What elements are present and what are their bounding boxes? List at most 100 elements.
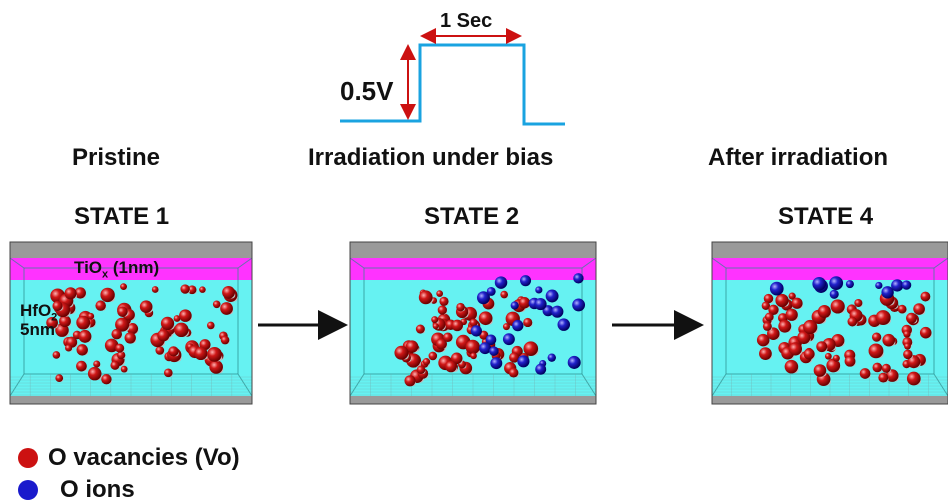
- pulse-voltage-label: 0.5V: [340, 76, 394, 106]
- vacancy-particle: [797, 330, 811, 345]
- vacancy-particle: [416, 365, 426, 375]
- vacancy-particle: [913, 303, 925, 315]
- vacancy-particle: [163, 368, 173, 378]
- ion-particle: [567, 355, 581, 369]
- vacancy-particle: [437, 305, 447, 315]
- vacancy-particle: [52, 351, 61, 359]
- vacancy-particle: [212, 300, 221, 309]
- vacancy-particle: [120, 283, 127, 291]
- vacancy-swatch: [18, 448, 38, 468]
- ion-particle: [557, 318, 571, 331]
- vacancy-particle: [101, 374, 112, 385]
- vacancy-particle: [436, 290, 443, 297]
- vacancy-particle: [115, 317, 130, 332]
- vacancy-particle: [206, 321, 215, 330]
- vacancy-particle: [868, 343, 884, 359]
- vacancy-particle: [55, 374, 64, 382]
- vacancy-particle: [220, 302, 233, 315]
- vacancy-particle: [904, 342, 911, 350]
- vacancy-particle: [174, 322, 189, 338]
- vacancy-particle: [500, 290, 508, 299]
- vacancy-particle: [76, 315, 91, 330]
- ion-particle: [494, 276, 508, 289]
- vacancy-particle: [422, 358, 431, 366]
- panel-3-heading: After irradiation: [708, 144, 889, 171]
- vacancy-particle: [875, 310, 891, 326]
- ion-particle: [769, 281, 784, 296]
- panel-2-state-label: STATE 2: [424, 203, 520, 230]
- vacancy-particle: [439, 296, 449, 306]
- vacancy-particle: [478, 311, 493, 326]
- ion-particle: [534, 297, 547, 311]
- hfo2-thickness-label: 5nm: [20, 320, 55, 339]
- vacancy-particle: [847, 316, 858, 327]
- vacancy-particle: [418, 290, 433, 305]
- vacancy-particle: [508, 367, 519, 378]
- vacancy-particle: [788, 292, 796, 300]
- vacancy-particle: [816, 341, 828, 353]
- ion-particle: [535, 286, 543, 294]
- vacancy-particle: [431, 316, 439, 324]
- ion-particle: [829, 276, 844, 291]
- ion-particle: [551, 305, 564, 318]
- vacancy-particle: [117, 351, 126, 360]
- vacancy-particle: [93, 360, 101, 368]
- vacancy-particle: [74, 287, 86, 299]
- vacancy-particle: [871, 332, 882, 342]
- vacancy-particle: [897, 304, 907, 314]
- vacancy-particle: [881, 363, 891, 373]
- vacancy-particle: [199, 286, 206, 293]
- vacancy-particle: [523, 317, 533, 328]
- vacancy-particle: [151, 286, 159, 293]
- vacancy-particle: [854, 298, 863, 308]
- ion-particle: [490, 357, 503, 370]
- vacancy-particle: [220, 335, 230, 345]
- vacancy-particle: [824, 352, 832, 360]
- ion-particle: [479, 342, 492, 355]
- legend-vacancy-label: O vacancies (Vo): [48, 444, 240, 471]
- vacancy-particle: [222, 285, 235, 299]
- vacancy-particle: [87, 312, 95, 320]
- vacancy-particle: [78, 329, 92, 343]
- panel-1-state-label: STATE 1: [74, 203, 170, 230]
- vacancy-particle: [59, 315, 71, 328]
- vacancy-particle: [100, 287, 115, 303]
- panel-1-heading: Pristine: [72, 144, 161, 171]
- vacancy-particle: [775, 293, 789, 308]
- vacancy-particle: [65, 344, 73, 352]
- vacancy-particle: [451, 319, 464, 332]
- ion-particle: [875, 281, 883, 290]
- vacancy-particle: [762, 321, 772, 331]
- vacancy-particle: [115, 343, 125, 353]
- vacancy-particle: [443, 332, 453, 342]
- ion-particle: [520, 275, 532, 287]
- vacancy-particle: [168, 346, 179, 357]
- bottom-electrode: [350, 396, 596, 404]
- vacancy-particle: [64, 287, 77, 300]
- vacancy-particle: [445, 360, 457, 373]
- tiox-layer-label: TiOx (1nm): [74, 258, 160, 281]
- ion-particle: [512, 319, 524, 332]
- vacancy-particle: [826, 358, 841, 373]
- vacancy-particle: [76, 360, 87, 372]
- vacancy-particle: [394, 345, 409, 360]
- vacancy-particle: [435, 338, 447, 350]
- vacancy-particle: [903, 330, 911, 338]
- vacancy-particle: [117, 306, 128, 317]
- vacancy-particle: [173, 315, 181, 322]
- ion-particle: [901, 280, 912, 290]
- vacancy-particle: [518, 297, 531, 309]
- vacancy-particle: [155, 346, 165, 355]
- tiox-layer: [350, 258, 596, 280]
- vacancy-particle: [830, 299, 845, 314]
- vacancy-particle: [110, 360, 120, 370]
- vacancy-particle: [470, 352, 477, 360]
- vacancy-particle: [76, 344, 88, 356]
- vacancy-particle: [502, 323, 510, 331]
- vacancy-particle: [405, 340, 419, 353]
- vacancy-particle: [104, 338, 119, 353]
- vacancy-particle: [764, 312, 774, 322]
- ion-particle: [470, 325, 482, 337]
- vacancy-particle: [111, 328, 122, 340]
